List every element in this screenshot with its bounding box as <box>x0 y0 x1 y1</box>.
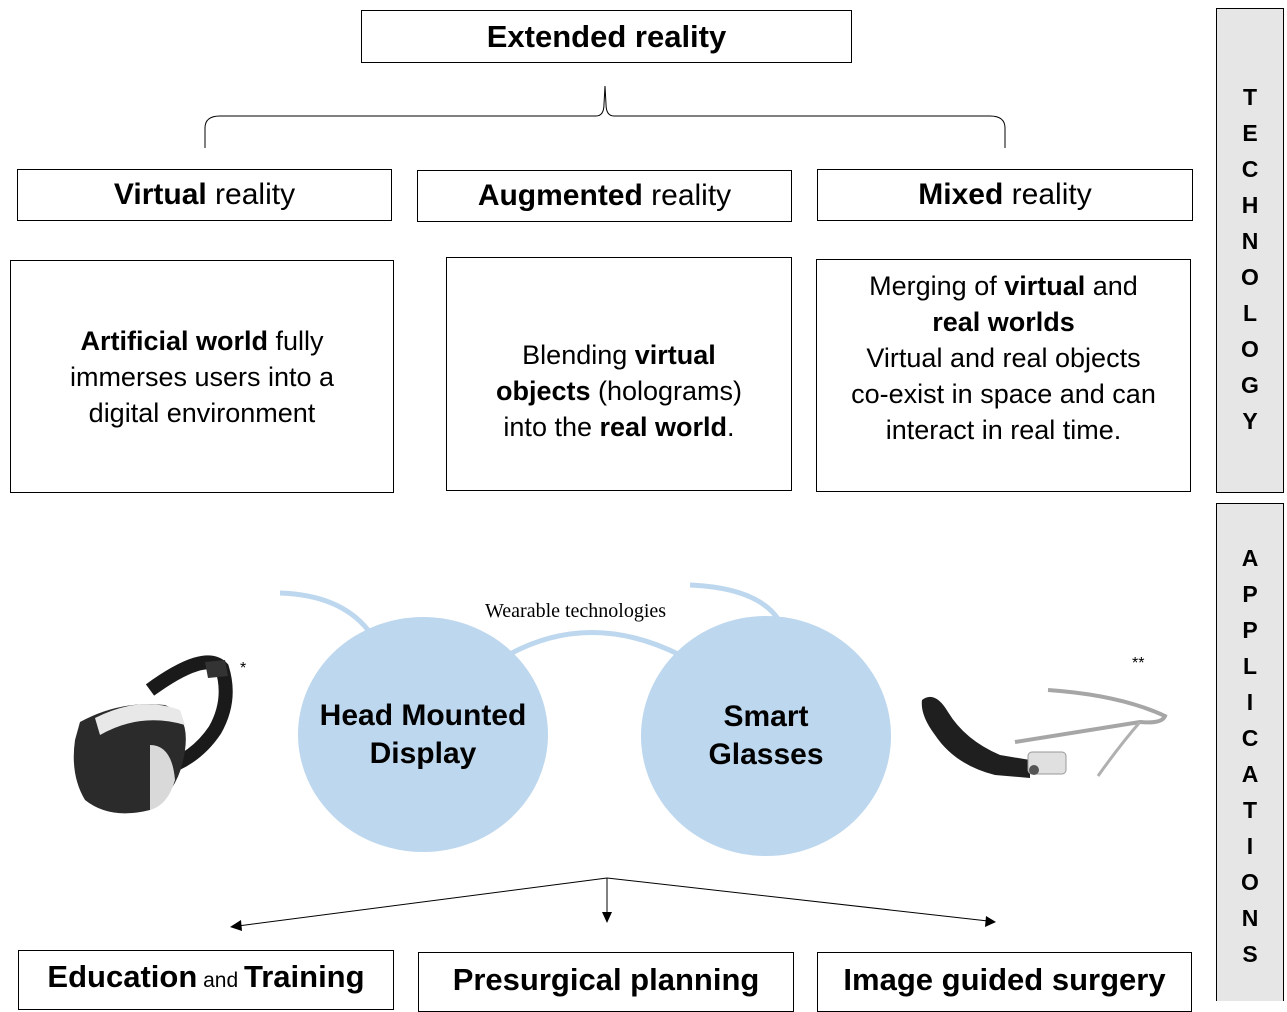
mixed-desc-t3: Virtual and real objects <box>866 343 1141 373</box>
augmented-desc-t2: (holograms) <box>590 376 743 406</box>
applications-letter: C <box>1241 725 1259 751</box>
brace <box>204 85 1006 148</box>
mixed-rest: reality <box>1003 178 1092 211</box>
arrow-left-head <box>230 920 242 931</box>
augmented-bold: Augmented <box>477 179 643 212</box>
arc-left <box>279 590 370 632</box>
arrow-left-line <box>237 877 608 927</box>
augmented-desc-b2: objects <box>495 376 591 406</box>
technology-letter: O <box>1241 264 1259 290</box>
training-label: Training <box>243 959 365 994</box>
image-guided-surgery-box: Image guided surgery <box>817 952 1192 1012</box>
education-label: Education <box>47 959 198 994</box>
virtual-desc-t1: fully <box>268 325 324 356</box>
technology-side-panel: T E C H N O L O G Y <box>1216 8 1284 493</box>
technology-letter: E <box>1242 120 1258 146</box>
arc-right <box>689 582 783 624</box>
augmented-desc-b3: real world <box>599 412 728 442</box>
mixed-desc-b2: real worlds <box>932 307 1075 337</box>
mixed-desc-b1: virtual <box>1004 271 1086 301</box>
applications-letter: O <box>1241 869 1259 895</box>
arrow-down-head <box>602 912 612 923</box>
arrow-right-head <box>985 916 996 927</box>
head-mounted-display-circle: Head Mounted Display <box>298 617 548 852</box>
virtual-rest: reality <box>206 178 296 211</box>
applications-letter: L <box>1242 653 1258 679</box>
extended-reality-box: Extended reality <box>361 10 852 63</box>
technology-letter: O <box>1241 336 1259 362</box>
and-connector: and <box>197 969 244 992</box>
technology-letter: L <box>1242 300 1258 326</box>
augmented-rest: reality <box>642 179 732 212</box>
mixed-reality-box: Mixed reality <box>817 169 1193 221</box>
applications-side-panel: A P P L I C A T I O N S <box>1216 503 1284 1001</box>
applications-letter: A <box>1241 545 1259 571</box>
augmented-desc-t1: Blending <box>522 340 635 370</box>
augmented-description-box: Blending virtual objects (holograms) int… <box>446 257 792 491</box>
technology-letter: N <box>1241 228 1259 254</box>
glasses-line2: Glasses <box>708 738 824 771</box>
presurgical-planning-label: Presurgical planning <box>452 962 760 997</box>
mixed-desc-t5: interact in real time. <box>885 415 1122 445</box>
applications-letter: S <box>1242 941 1258 967</box>
mixed-desc-t4: co-exist in space and can <box>851 379 1156 409</box>
virtual-desc-bold: Artificial world <box>80 325 268 356</box>
augmented-desc-t3: into the <box>503 412 600 442</box>
applications-letter: T <box>1242 797 1258 823</box>
applications-letter: I <box>1246 833 1254 859</box>
mixed-description-box: Merging of virtual and real worlds Virtu… <box>816 259 1191 492</box>
augmented-reality-box: Augmented reality <box>417 170 792 222</box>
arc-middle <box>506 630 682 658</box>
hmd-line1: Head Mounted <box>319 698 527 732</box>
virtual-reality-box: Virtual reality <box>17 169 392 221</box>
applications-letter: P <box>1242 617 1258 643</box>
applications-letter: P <box>1242 581 1258 607</box>
education-training-box: Education and Training <box>18 950 394 1010</box>
presurgical-planning-box: Presurgical planning <box>418 952 794 1012</box>
technology-letter: T <box>1242 84 1258 110</box>
arrow-right-line <box>606 877 989 922</box>
glasses-line1: Smart <box>723 700 809 733</box>
applications-letter: I <box>1246 689 1254 715</box>
hmd-note: * <box>240 660 247 677</box>
image-guided-surgery-label: Image guided surgery <box>843 962 1166 997</box>
technology-letter: C <box>1241 156 1259 182</box>
glasses-note: ** <box>1132 655 1145 672</box>
technology-letter: G <box>1241 372 1259 398</box>
technology-letter: H <box>1241 192 1259 218</box>
applications-letter: A <box>1241 761 1259 787</box>
hmd-line2: Display <box>369 736 477 770</box>
extended-reality-title: Extended reality <box>486 18 727 54</box>
virtual-description-box: Artificial world fully immerses users in… <box>10 260 394 493</box>
augmented-desc-t4: . <box>727 412 735 442</box>
mixed-desc-t1: Merging of <box>869 271 1005 301</box>
smart-glasses-circle: Smart Glasses <box>641 616 891 856</box>
mixed-desc-t2: and <box>1085 271 1138 301</box>
augmented-desc-b1: virtual <box>634 340 716 370</box>
virtual-desc-t3: digital environment <box>88 397 316 428</box>
applications-letter: N <box>1241 905 1259 931</box>
mixed-bold: Mixed <box>918 178 1004 211</box>
technology-letter: Y <box>1242 408 1258 434</box>
virtual-desc-t2: immerses users into a <box>69 361 335 392</box>
virtual-bold: Virtual <box>113 178 207 211</box>
wearable-technologies-label: Wearable technologies <box>485 600 667 622</box>
